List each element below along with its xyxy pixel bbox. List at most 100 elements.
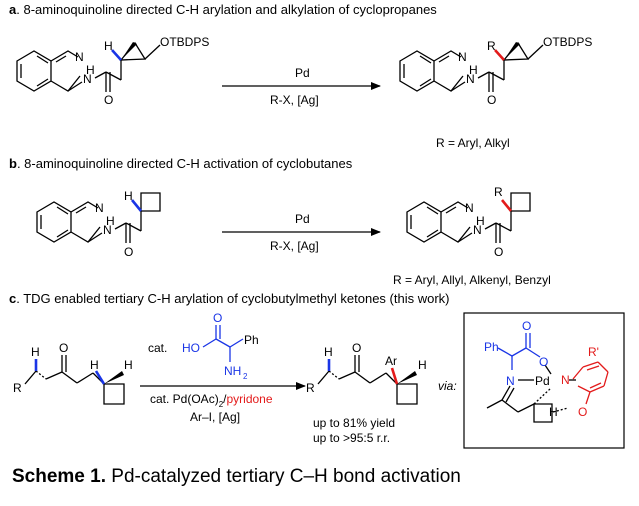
panel-b-note: R = Aryl, Allyl, Alkenyl, Benzyl xyxy=(393,273,551,287)
panel-c-pd-prefix: cat. Pd(OAc) xyxy=(150,392,219,406)
panel-c-title: c. TDG enabled tertiary C-H arylation of… xyxy=(9,291,450,306)
panel-a-start-otbdps: OTBDPS xyxy=(160,35,209,49)
int-n-pyr: N xyxy=(561,373,570,387)
panel-c-prod-o: O xyxy=(352,341,361,355)
panel-b-h-bond xyxy=(130,199,143,212)
int-o-ring: O xyxy=(539,355,548,369)
panel-a-start-n: N xyxy=(75,50,84,64)
panel-a-product xyxy=(399,41,544,92)
panel-a-h-bond xyxy=(111,49,122,61)
panel-a-start-nh-n: N xyxy=(83,72,92,86)
panel-b-start-nh-h: H xyxy=(106,214,115,228)
panel-b-start-n: N xyxy=(95,201,104,215)
panel-c-amino-acid xyxy=(202,325,244,362)
panel-c-cat-prefix: cat. xyxy=(148,341,167,355)
panel-a-reagent-bottom: R-X, [Ag] xyxy=(270,93,319,107)
panel-c-prod-h3: H xyxy=(418,358,427,372)
panel-c-pd-ligand: pyridone xyxy=(226,392,272,406)
panel-a-start-nh-h: H xyxy=(86,63,95,77)
panel-c-start-h1: H xyxy=(31,345,40,359)
panel-c-pd-slash: / xyxy=(223,392,227,406)
panel-b-reagent-top: Pd xyxy=(295,212,310,226)
panel-b-prod-nh-h: H xyxy=(476,214,485,228)
panel-b-start-h: H xyxy=(124,189,133,203)
caption-label: Scheme 1. xyxy=(12,466,106,487)
int-pd: Pd xyxy=(535,374,550,388)
panel-b-starting-material xyxy=(36,192,161,243)
panel-b-product xyxy=(406,192,531,243)
panel-c-aa-ho: HO xyxy=(182,341,200,355)
panel-c-letter: c xyxy=(9,291,17,306)
panel-b-prod-n: N xyxy=(465,201,474,215)
panel-b-start-labels: N N H O H xyxy=(95,189,133,259)
panel-a-letter: a xyxy=(9,2,17,17)
panel-c-aa-ph: Ph xyxy=(244,333,259,347)
panel-c-prod-red-bond xyxy=(390,367,399,385)
panel-c-yield: up to 81% yield xyxy=(313,416,395,430)
intermediate-structure xyxy=(486,333,609,423)
panel-c-start-h3: H xyxy=(124,358,133,372)
int-ph: Ph xyxy=(484,340,499,354)
panel-b-reagent-bottom: R-X, [Ag] xyxy=(270,239,319,253)
panel-b-title-text: . 8-aminoquinoline directed C-H activati… xyxy=(16,156,353,171)
panel-b-prod-o: O xyxy=(494,245,503,259)
panel-b-prod-nh-n: N xyxy=(473,223,482,237)
panel-a-product-wedge xyxy=(504,42,520,60)
panel-c-reagent-bottom: Ar–I, [Ag] xyxy=(190,410,240,424)
panel-a-starting-material xyxy=(16,41,161,92)
panel-b-prod-r: R xyxy=(494,185,503,199)
caption-text: Pd-catalyzed tertiary C–H bond activatio… xyxy=(106,466,461,487)
panel-a-product-labels: N N H O R OTBDPS xyxy=(458,35,592,107)
panel-c-aa-o: O xyxy=(213,311,222,325)
panel-c-via: via: xyxy=(438,379,457,393)
panel-a-title: a. 8-aminoquinoline directed C-H arylati… xyxy=(9,2,437,17)
panel-c-aa-nh2-sub: 2 xyxy=(243,372,248,381)
panel-b-title: b. 8-aminoquinoline directed C-H activat… xyxy=(9,156,352,171)
panel-c-start-h2: H xyxy=(90,358,99,372)
panel-c-aa-nh2: NH xyxy=(224,364,241,378)
panel-a-wedge xyxy=(121,42,137,60)
panel-a-prod-nh-n: N xyxy=(466,72,475,86)
int-o-pyr: O xyxy=(578,405,587,419)
panel-c-prod-r: R xyxy=(306,381,315,395)
panel-a-prod-o: O xyxy=(487,93,496,107)
int-r-prime: R' xyxy=(588,345,599,359)
panel-c-pd-line: cat. Pd(OAc)2/pyridone xyxy=(150,392,273,409)
panel-a-prod-nh-h: H xyxy=(469,63,478,77)
panel-a-start-o: O xyxy=(104,93,113,107)
panel-c-start-blue-bond-2 xyxy=(94,370,106,385)
intermediate-box xyxy=(463,312,625,449)
panel-c-start-r: R xyxy=(13,381,22,395)
panel-c-pd-sub: 2 xyxy=(219,400,224,409)
panel-a-prod-r: R xyxy=(487,39,496,53)
panel-c-start-wedge xyxy=(104,371,124,384)
scheme-caption: Scheme 1. Pd-catalyzed tertiary C–H bond… xyxy=(12,466,461,488)
panel-b-start-nh-n: N xyxy=(103,223,112,237)
panel-c-start-o: O xyxy=(59,341,68,355)
panel-b-letter: b xyxy=(9,156,17,171)
panel-a-title-text: . 8-aminoquinoline directed C-H arylatio… xyxy=(16,2,437,17)
panel-a-start-labels: N N H O H OTBDPS xyxy=(75,35,209,107)
panel-c-product-labels: H R O Ar H xyxy=(306,341,427,395)
panel-c-starting-material xyxy=(24,355,125,405)
panel-a-prod-otbdps: OTBDPS xyxy=(543,35,592,49)
int-h: H xyxy=(549,405,558,419)
panel-a-reagent-top: Pd xyxy=(295,66,310,80)
intermediate-labels: Ph O O N Pd N R' H O xyxy=(484,319,599,419)
panel-c-prod-ar: Ar xyxy=(385,354,397,368)
panel-b-start-o: O xyxy=(124,245,133,259)
panel-c-title-text: . TDG enabled tertiary C-H arylation of … xyxy=(16,291,450,306)
panel-c-product xyxy=(317,355,418,405)
panel-b-r-bond xyxy=(500,199,513,212)
panel-c-rr: up to >95:5 r.r. xyxy=(313,431,390,445)
panel-a-r-bond xyxy=(494,49,505,61)
panel-c-amino-acid-labels: O HO Ph NH 2 xyxy=(182,311,259,381)
int-n: N xyxy=(506,374,515,388)
panel-c-prod-wedge xyxy=(397,371,417,384)
panel-c-start-labels: H R O H H xyxy=(13,341,133,395)
int-o-top: O xyxy=(522,319,531,333)
panel-b-product-labels: N N H O R xyxy=(465,185,503,259)
panel-a-prod-n: N xyxy=(458,50,467,64)
panel-a-note: R = Aryl, Alkyl xyxy=(436,136,510,150)
